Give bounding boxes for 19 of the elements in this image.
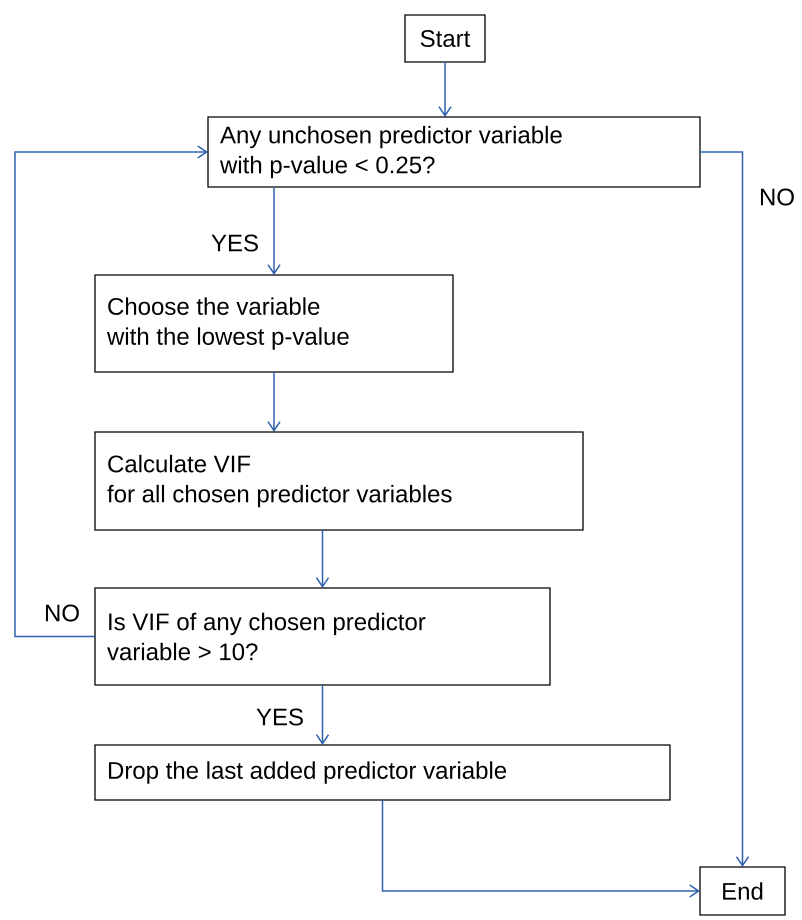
process-box: Calculate VIF for all chosen predictor variables [94,431,584,531]
edge-label: NO [758,188,796,206]
arrow [700,151,750,867]
process-box: Is VIF of any chosen predictor variable > 10? [94,587,551,686]
arrow [316,685,330,745]
arrow [438,62,452,117]
arrow [316,530,330,588]
process-box: Drop the last added predictor variable [94,744,671,801]
edge-label: NO [43,604,81,622]
arrow [267,372,281,432]
process-box: Any unchosen predictor variable with p-value < 0.25? [207,116,701,188]
process-box: Start [404,14,486,63]
process-box: Choose the variable with the lowest p-value [94,274,454,373]
arrow [382,800,700,898]
edge-label: YES [210,234,260,252]
arrow [267,187,281,275]
arrow [14,145,208,638]
process-box: End [699,866,786,916]
edge-label: YES [255,708,305,726]
